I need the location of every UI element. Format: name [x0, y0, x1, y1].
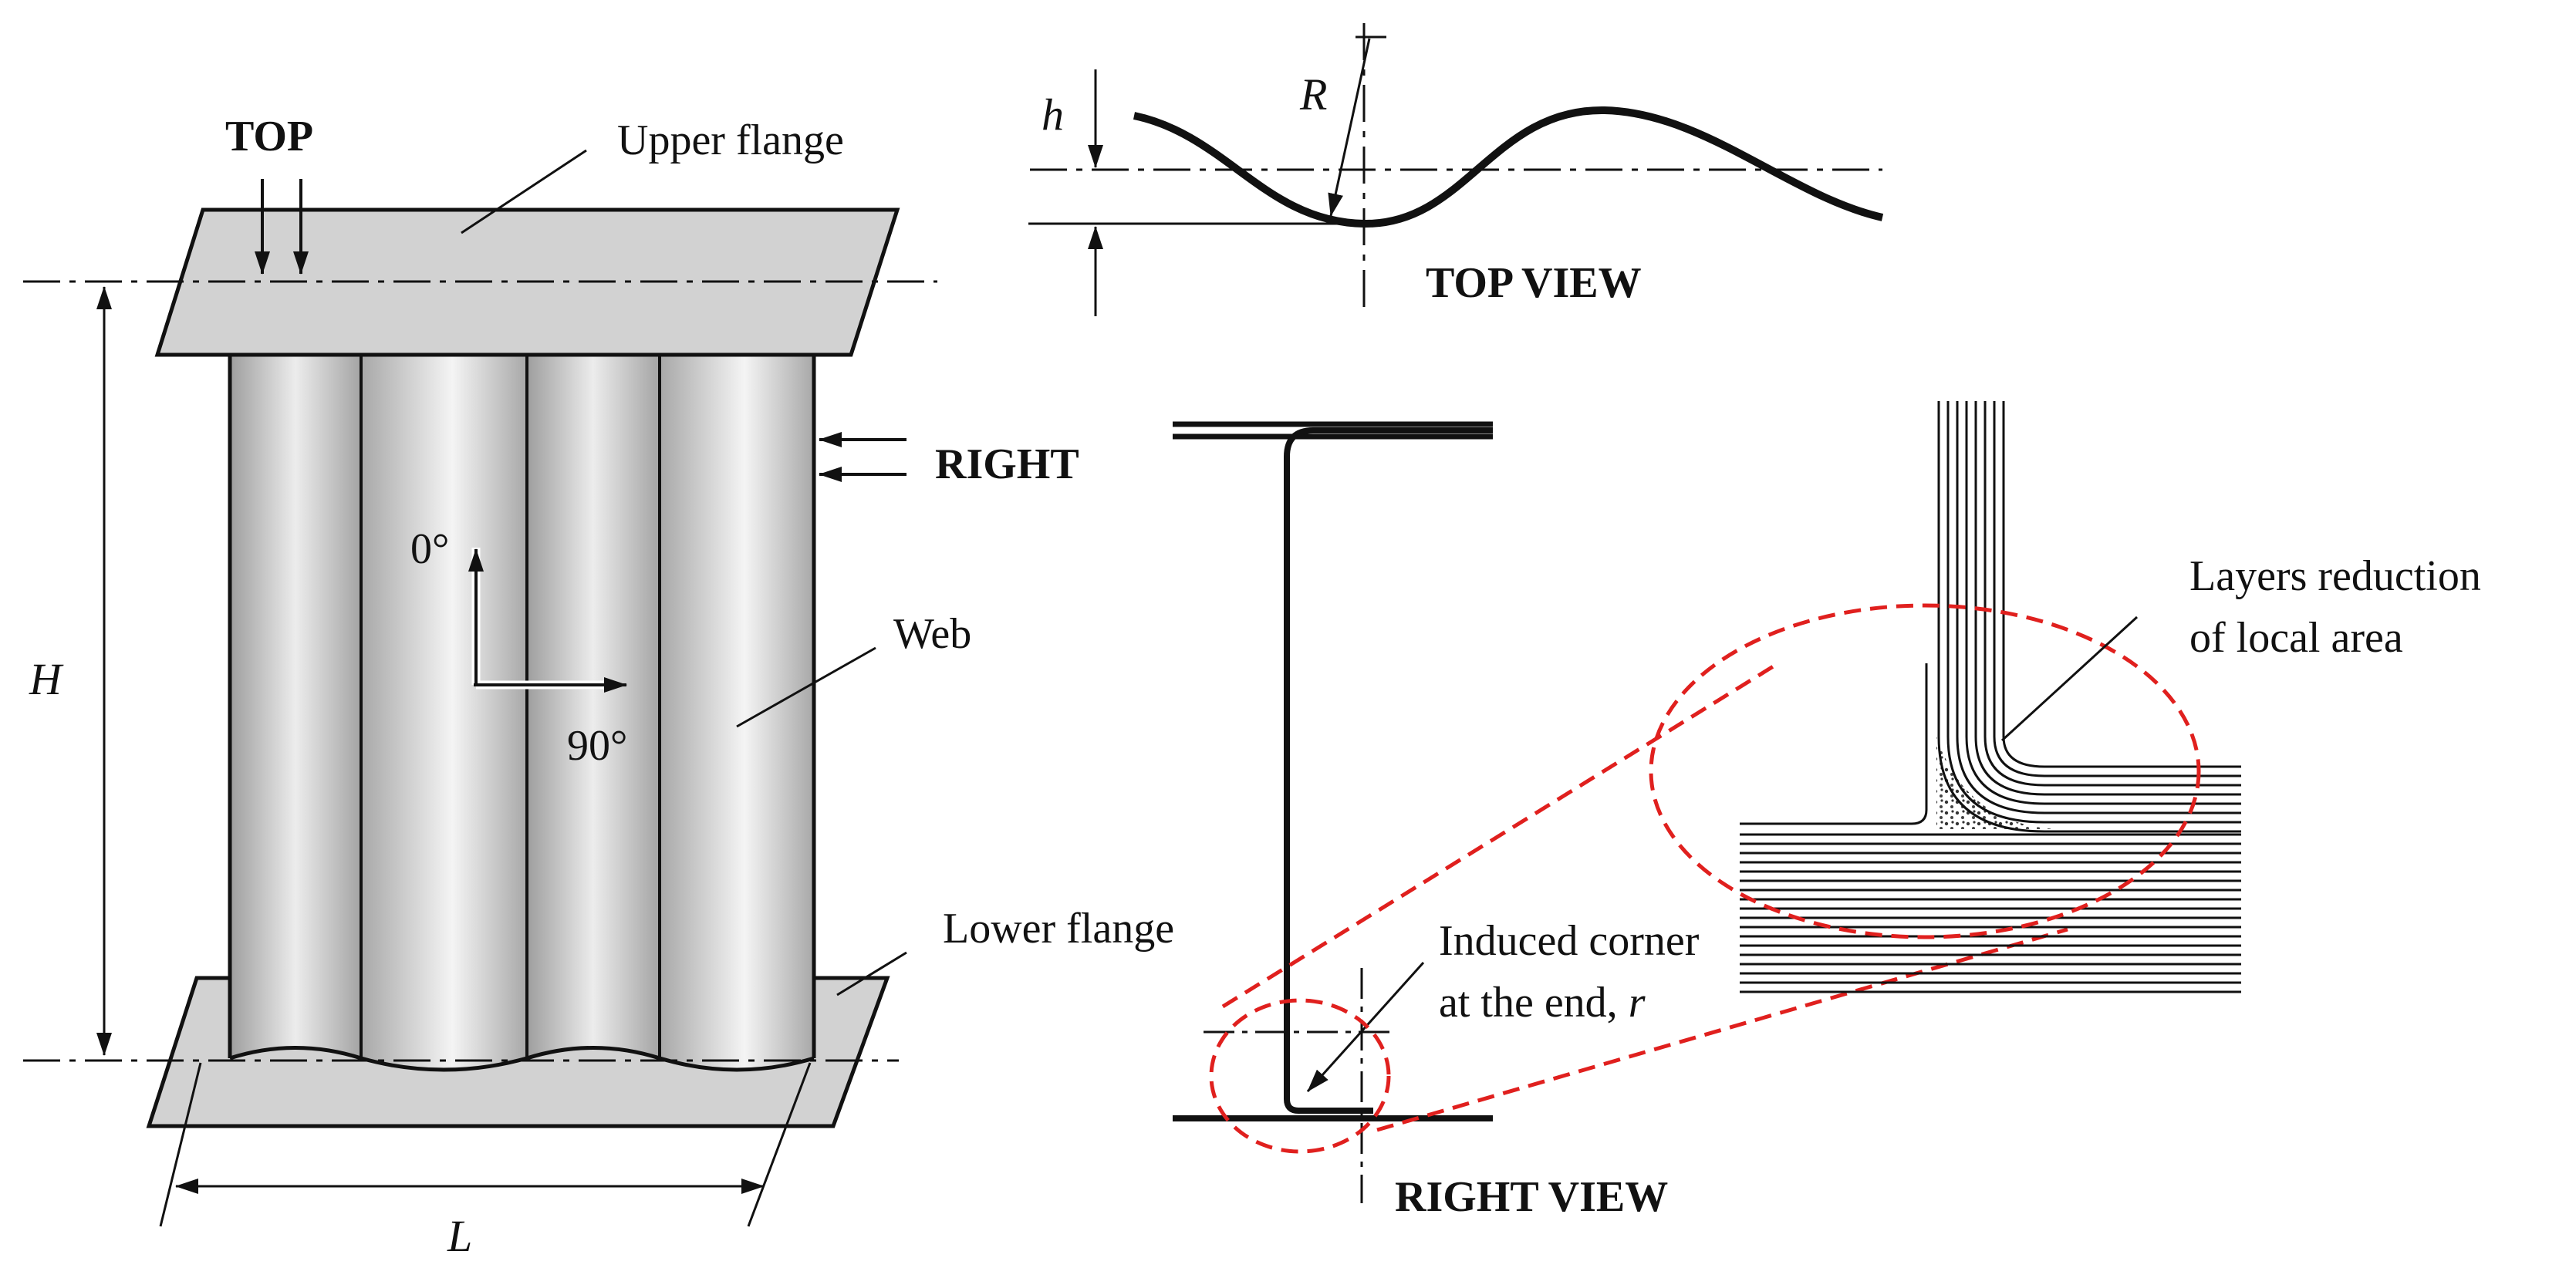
ninety-degree-label: 90° — [567, 722, 627, 770]
induced-corner-label-line2: at the end, r — [1439, 979, 1646, 1027]
top-view-title: TOP VIEW — [1426, 259, 1642, 307]
layers-reduction-label-line2: of local area — [2189, 614, 2403, 662]
beam-3d-view: H L TOP RIGHT Upper flange Web Lower fla… — [23, 113, 1174, 1261]
right-direction-label: RIGHT — [935, 440, 1079, 488]
corrugation-wave-profile — [1133, 106, 1884, 228]
layers-reduction-label: Layers reduction — [2189, 552, 2481, 600]
wave-radius-label: R — [1299, 69, 1327, 120]
wave-amplitude-label: h — [1042, 89, 1064, 140]
corner-highlight-ellipse — [1209, 998, 1391, 1154]
height-label: H — [29, 654, 64, 704]
resin-rich-corner — [1936, 737, 2056, 829]
corrugated-web — [228, 355, 816, 1072]
web-label: Web — [893, 610, 971, 658]
fibre-direction-axes: 0° 90° — [410, 525, 627, 770]
top-direction-label: TOP — [225, 113, 313, 160]
right-view-diagram: Induced corner at the end, r RIGHT VIEW — [1173, 421, 1700, 1221]
detail-highlight-ellipse — [1649, 603, 2201, 939]
length-label: L — [447, 1211, 472, 1261]
lower-flange-label: Lower flange — [943, 905, 1174, 953]
induced-corner-label: Induced corner — [1439, 917, 1700, 965]
zero-degree-label: 0° — [410, 525, 449, 573]
upper-flange-label: Upper flange — [617, 116, 844, 164]
right-view-title: RIGHT VIEW — [1395, 1173, 1668, 1221]
layer-detail-zoom: Layers reduction of local area — [1221, 401, 2481, 1132]
top-view-diagram: h R TOP VIEW — [1028, 23, 1884, 316]
